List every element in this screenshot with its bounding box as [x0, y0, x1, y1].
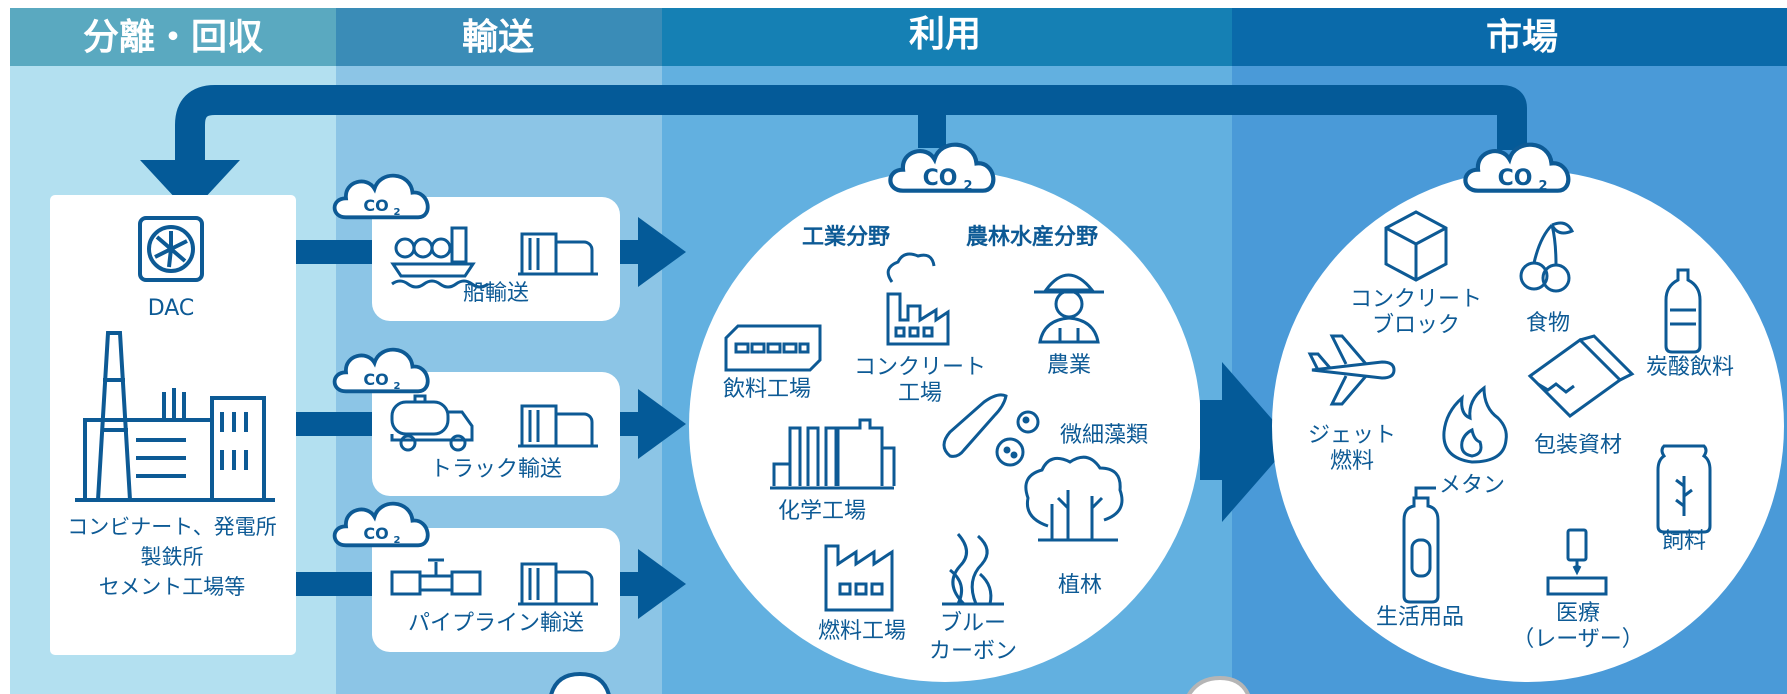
- market-packaging: 包装資材: [1534, 433, 1622, 458]
- bottle-icon: [1664, 268, 1702, 354]
- util-beverage-plant: 飲料工場: [723, 377, 811, 402]
- util-microalgae: 微細藻類: [1060, 423, 1148, 448]
- market-food: 食物: [1526, 311, 1570, 336]
- factory-icon: [75, 331, 275, 502]
- column-title-transport: 輸送: [462, 17, 534, 58]
- seaweed-icon: [942, 533, 1004, 606]
- co2-market-label: CO: [1498, 166, 1533, 191]
- util-concrete-plant-line1: コンクリート: [854, 355, 986, 380]
- source-industry-line2: 製鉄所: [141, 545, 204, 569]
- source-industry-line3: セメント工場等: [99, 575, 246, 599]
- farmer-icon: [1034, 273, 1104, 344]
- util-blue-carbon-line2: カーボン: [929, 639, 1017, 664]
- airplane-icon: [1307, 334, 1396, 406]
- market-medical-line2: （レーザー）: [1512, 627, 1644, 652]
- dac-icon: [138, 216, 204, 282]
- forest-icon: [1024, 455, 1124, 542]
- market-jet-fuel-line1: ジェット: [1308, 423, 1396, 448]
- column-title-capture: 分離・回収: [83, 17, 263, 58]
- fuel-plant-icon: [824, 544, 894, 612]
- heading-agri-forestry-fishery: 農林水産分野: [966, 224, 1098, 250]
- market-daily-goods: 生活用品: [1376, 605, 1464, 630]
- concrete-block-icon: [1384, 210, 1448, 282]
- util-blue-carbon-line1: ブルー: [940, 611, 1006, 636]
- dac-label: DAC: [148, 296, 195, 321]
- util-chemical-plant: 化学工場: [778, 499, 866, 524]
- beverage-plant-icon: [724, 324, 822, 372]
- market-jet-fuel-line2: 燃料: [1330, 449, 1374, 474]
- heading-industrial: 工業分野: [802, 225, 890, 250]
- transport-arrows: [296, 217, 686, 619]
- source-panel: [50, 195, 296, 655]
- co2-ship-label: CO: [363, 196, 388, 215]
- microalgae-icon: [942, 393, 1040, 467]
- market-methane: メタン: [1439, 473, 1505, 498]
- util-concrete-plant-line2: 工場: [898, 381, 942, 406]
- partial-cloud-bottom-left: [549, 671, 611, 694]
- pump-bottle-icon: [1402, 486, 1440, 604]
- co2-pipeline-label: CO: [363, 524, 388, 543]
- market-circle: [1272, 170, 1784, 682]
- util-agriculture: 農業: [1047, 353, 1091, 378]
- laser-device-icon: [1546, 528, 1608, 596]
- market-medical-line1: 医療: [1556, 601, 1600, 626]
- concrete-plant-icon: [886, 252, 950, 346]
- feed-bag-icon: [1656, 444, 1712, 534]
- flame-icon: [1442, 384, 1508, 464]
- co2-utilization-subscript: 2: [963, 179, 972, 194]
- column-title-utilization: 利用: [909, 14, 981, 55]
- pipeline-valve-icon: [390, 558, 482, 596]
- transport-pipeline-label: パイプライン輸送: [408, 611, 584, 636]
- big-arrow-to-market: [1200, 362, 1292, 522]
- cherry-icon: [1519, 221, 1575, 293]
- ship-icon: [390, 226, 489, 289]
- transport-ship-label: 船輸送: [463, 281, 529, 306]
- partial-cloud-bottom-right: [1186, 675, 1250, 694]
- co2-market-subscript: 2: [1538, 179, 1547, 194]
- recycle-loop-arrow: [140, 85, 1527, 214]
- chemical-plant-icon: [770, 418, 896, 490]
- co2-truck-label: CO: [363, 370, 388, 389]
- source-industry-line1: コンビナート、発電所: [67, 515, 277, 539]
- utilization-circle: [689, 170, 1201, 682]
- co2-utilization-label: CO: [923, 166, 958, 191]
- packaging-icon: [1527, 334, 1635, 418]
- util-forestation: 植林: [1058, 573, 1102, 598]
- co2-pipeline-subscript: 2: [394, 535, 401, 546]
- tanker-truck-icon: [390, 394, 474, 452]
- market-concrete-block-line2: ブロック: [1372, 313, 1460, 338]
- transport-truck-label: トラック輸送: [430, 457, 562, 482]
- market-concrete-block-line1: コンクリート: [1350, 287, 1482, 312]
- co2-truck-subscript: 2: [394, 381, 401, 392]
- market-feed: 飼料: [1662, 529, 1706, 554]
- co2-ship-subscript: 2: [394, 207, 401, 218]
- util-fuel-plant: 燃料工場: [818, 619, 906, 644]
- market-carbonated-drink: 炭酸飲料: [1646, 355, 1734, 380]
- column-title-market: 市場: [1486, 17, 1558, 58]
- transport-ship-panel: [372, 197, 620, 321]
